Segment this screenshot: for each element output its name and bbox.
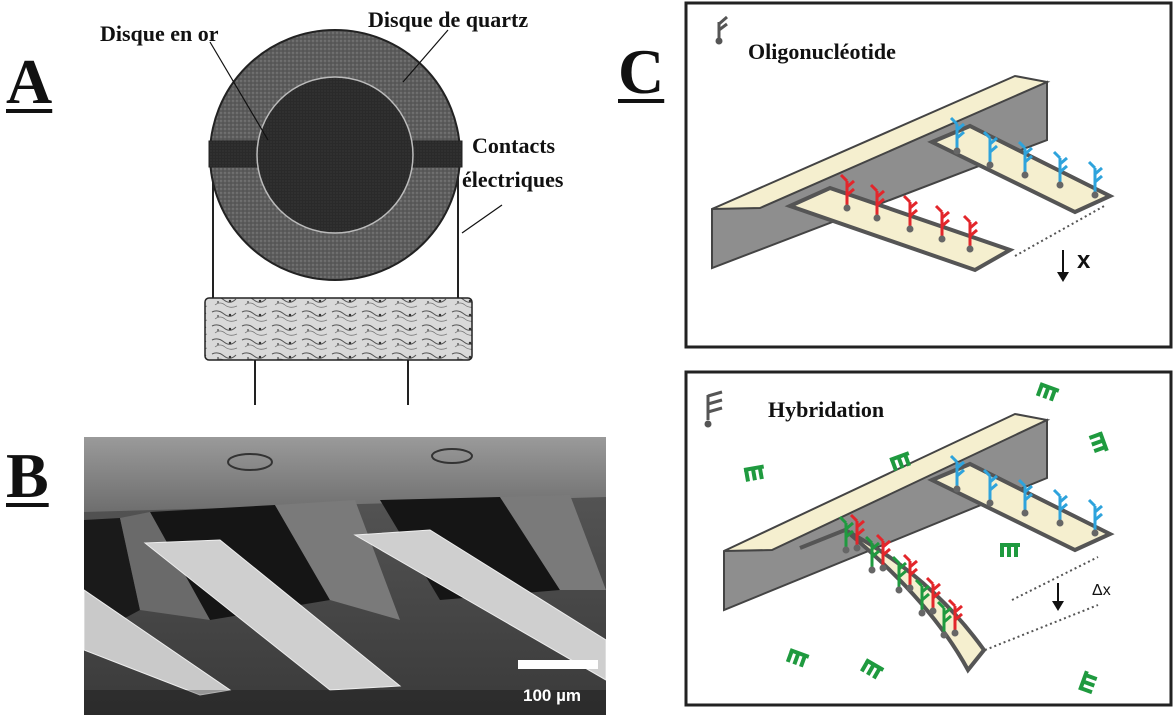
hybrid-green-bottom-4	[936, 600, 952, 639]
probe-red-top-4	[962, 214, 978, 253]
electrical-contact-right	[410, 140, 463, 168]
probe-blue-top-3	[1052, 150, 1068, 189]
label-quartz-disc: Disque de quartz	[368, 7, 529, 32]
free-target-6	[1078, 670, 1098, 695]
probe-red-top-3	[934, 204, 950, 243]
free-target-5	[860, 658, 885, 680]
probe-red-top-1	[869, 183, 885, 222]
oligonucleotide-icon	[715, 15, 728, 45]
hybrid-green-bottom-0	[838, 515, 854, 554]
free-target-7	[1035, 382, 1060, 402]
leader-contacts	[461, 204, 503, 234]
probe-blue-bottom-0	[949, 454, 965, 493]
probe-red-bottom-1	[875, 533, 891, 572]
free-target-2	[743, 464, 765, 482]
hybrid-green-bottom-2	[891, 555, 907, 594]
probe-blue-bottom-3	[1052, 488, 1068, 527]
label-gold-disc: Disque en or	[100, 21, 219, 46]
probe-blue-bottom-4	[1087, 498, 1103, 537]
panel-a-letter: A	[6, 46, 53, 117]
sem-cantilever-2	[143, 539, 402, 691]
probe-blue-top-0	[949, 116, 965, 155]
sem-cantilever-3	[353, 529, 606, 681]
hybrid-green-bottom-3	[914, 578, 930, 617]
sem-cantilever-1	[84, 589, 232, 696]
probe-blue-top-4	[1087, 160, 1103, 199]
free-target-0	[889, 451, 912, 472]
leader-quartz-disc	[402, 29, 449, 83]
probe-blue-top-1	[982, 130, 998, 169]
panel-b-letter: B	[6, 440, 49, 511]
hybridation-title: Hybridation	[768, 397, 885, 422]
panel-c-letter: C	[618, 36, 665, 107]
deflection-label-delta-x: Δx	[1092, 582, 1111, 599]
probe-red-bottom-0	[849, 513, 865, 552]
label-contacts-line2: électriques	[462, 167, 564, 192]
scale-bar	[518, 660, 598, 669]
free-target-3	[1088, 431, 1109, 454]
probe-blue-top-2	[1017, 140, 1033, 179]
oligonucleotide-title: Oligonucléotide	[748, 39, 896, 64]
deflection-reference-bottom-2	[984, 604, 1099, 651]
hybridation-icon	[704, 390, 723, 428]
probe-red-bottom-4	[947, 598, 963, 637]
label-contacts-line1: Contacts	[472, 133, 556, 158]
probe-red-top-0	[839, 173, 855, 212]
free-target-1	[1000, 543, 1020, 557]
free-target-4	[785, 648, 810, 668]
probe-red-top-2	[902, 194, 918, 233]
deflection-reference-bottom-1	[1011, 556, 1099, 601]
probe-blue-bottom-2	[1017, 478, 1033, 517]
resonator-base	[204, 297, 473, 361]
cantilever-structure-top	[711, 74, 1115, 273]
gold-disc	[256, 76, 414, 234]
probe-blue-bottom-1	[982, 468, 998, 507]
probe-red-bottom-3	[925, 576, 941, 615]
scale-bar-label: 100 µm	[523, 686, 581, 705]
deflection-label-x: x	[1077, 247, 1091, 274]
electrical-contact-left	[208, 140, 260, 168]
probe-red-bottom-2	[902, 553, 918, 592]
deflection-reference-top	[1014, 204, 1107, 257]
hybrid-green-bottom-1	[864, 535, 880, 574]
leader-gold-disc	[209, 41, 269, 141]
